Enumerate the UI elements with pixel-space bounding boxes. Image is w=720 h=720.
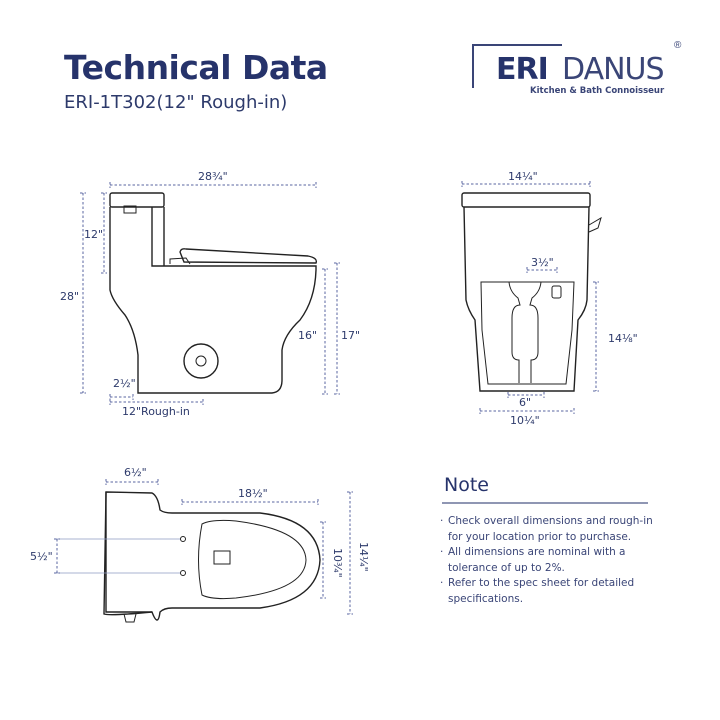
dim-bolt-spacing: 5½" (30, 550, 53, 563)
note-item: Check overall dimensions and rough-in fo… (440, 514, 660, 545)
dim-overall-height: 28" (60, 290, 79, 303)
dim-bowl-width: 10¾" (331, 548, 344, 578)
dim-trapway-gap: 3½" (531, 256, 554, 269)
front-view-drawing (461, 181, 602, 414)
dim-overall-width: 14¼" (357, 542, 370, 572)
dim-tank-width: 14¼" (508, 170, 538, 183)
note-item: Refer to the spec sheet for detailed spe… (440, 576, 660, 607)
model-subtitle: ERI-1T302(12" Rough-in) (64, 92, 288, 113)
side-view-drawing (80, 182, 340, 405)
dim-front-height: 14⅛" (608, 332, 638, 345)
logo-frame (472, 44, 562, 88)
note-title: Note (444, 474, 489, 496)
top-view-drawing (54, 479, 353, 623)
dim-rough-in: 12"Rough-in (122, 405, 190, 418)
dim-base-width: 10¼" (510, 414, 540, 427)
registered-icon: ® (674, 40, 682, 51)
logo-thin-text: DANUS (562, 52, 665, 87)
dim-seat-height: 17" (341, 329, 360, 342)
dim-overall-length: 28¾" (198, 170, 228, 183)
note-item: All dimensions are nominal with a tolera… (440, 545, 660, 576)
logo-tagline: Kitchen & Bath Connoisseur (530, 86, 665, 96)
dim-tank-height: 12" (84, 228, 103, 241)
logo-bold-text: ERI (496, 52, 549, 87)
dim-tank-depth: 6½" (124, 466, 147, 479)
brand-logo: ERI DANUS ® Kitchen & Bath Connoisseur (470, 40, 690, 100)
dim-rim-height: 16" (298, 329, 317, 342)
page-title: Technical Data (64, 48, 328, 87)
dim-base-inner: 6" (519, 396, 531, 409)
dim-outlet-offset: 2½" (113, 377, 136, 390)
note-divider (442, 502, 648, 504)
note-list: Check overall dimensions and rough-in fo… (440, 514, 660, 607)
dim-bowl-length: 18½" (238, 487, 268, 500)
